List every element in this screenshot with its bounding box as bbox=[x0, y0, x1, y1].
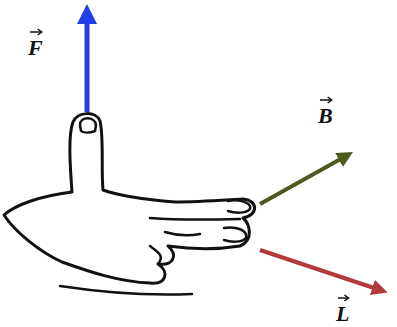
vector-overarrow-head bbox=[344, 295, 348, 301]
length-label: L bbox=[336, 294, 349, 325]
field-label: B bbox=[318, 96, 333, 127]
current-arrow bbox=[260, 250, 380, 290]
force-arrow bbox=[85, 14, 90, 112]
field-arrow bbox=[260, 156, 346, 204]
force-label: F bbox=[28, 28, 43, 59]
hand-drawing bbox=[4, 114, 255, 295]
vector-overarrow-head bbox=[38, 29, 42, 35]
vector-overarrow-head bbox=[328, 97, 332, 103]
